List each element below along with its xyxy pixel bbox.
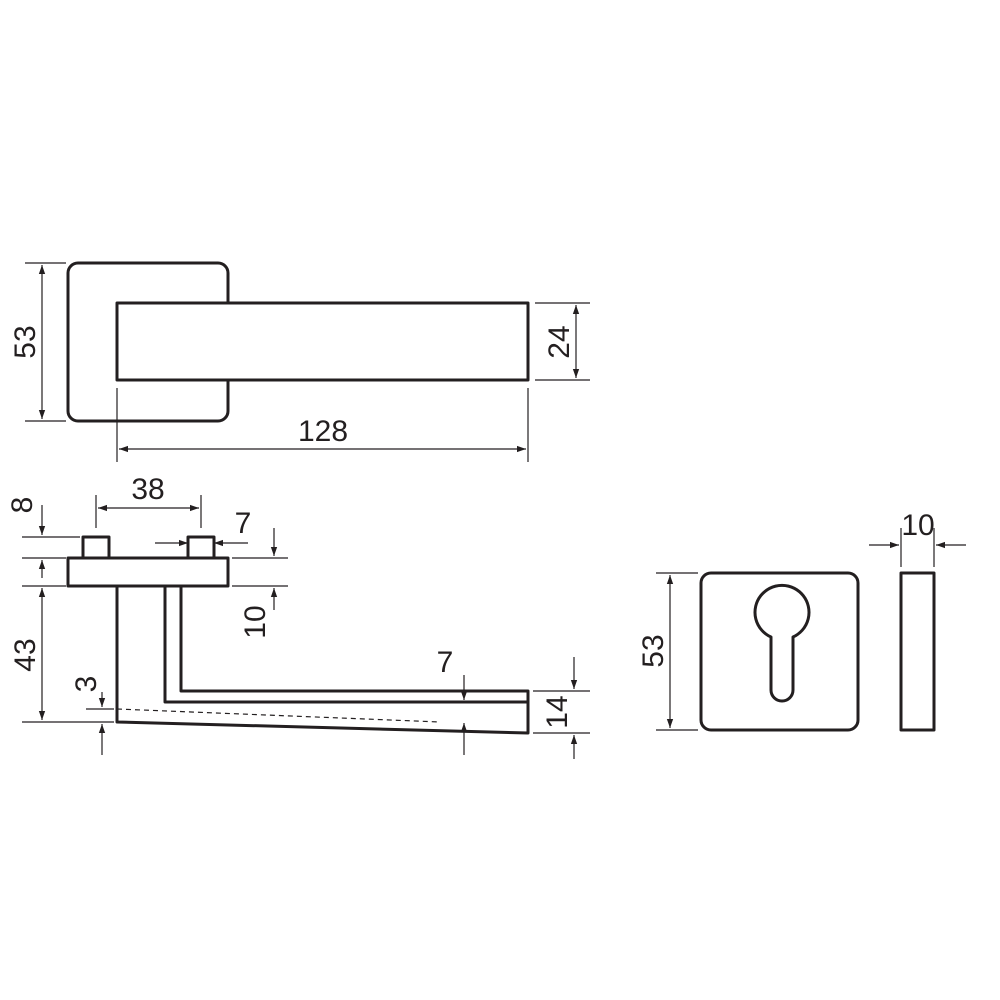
escutcheon-side-profile: [899, 571, 936, 732]
left-pin: [81, 535, 111, 560]
dimension-taper: 3: [70, 676, 114, 755]
dimension-lever-length: 128: [116, 388, 529, 462]
dimension-pin-spacing: 38: [95, 473, 202, 528]
dimension-handle-offset: 43: [9, 585, 114, 723]
dimension-label-rose-height: 53: [9, 325, 42, 358]
right-pin: [186, 535, 216, 560]
dimension-label-pin-spacing: 38: [131, 473, 164, 506]
dimension-lever-height: 24: [535, 302, 590, 381]
dimension-label-lever-height: 24: [543, 325, 576, 358]
dimension-rose-height: 53: [9, 262, 66, 422]
dimension-plate-height: 53: [637, 572, 698, 731]
dimension-plate-thickness: 10: [869, 509, 966, 567]
dimension-label-pin-width: 7: [235, 507, 252, 540]
dimension-label-grip-end: 14: [541, 695, 574, 728]
dimension-label-grip-thickness: 7: [437, 646, 454, 679]
dimension-label-pin-height: 8: [6, 497, 39, 514]
dimension-pin-width: 7: [155, 507, 252, 547]
front-view: 53 24 128: [9, 261, 590, 462]
dimension-label-taper: 3: [70, 676, 103, 693]
base-plate: [66, 556, 230, 588]
dimension-label-plate-thickness: 10: [901, 509, 934, 542]
dimension-label-lever-length: 128: [298, 415, 348, 448]
lever-inner-line: [163, 586, 528, 704]
dimension-grip-thickness: 7: [437, 646, 468, 755]
lever-profile: [115, 586, 530, 735]
dimension-pin-height: 8: [6, 497, 80, 578]
keyhole-cutout: [753, 583, 811, 703]
escutcheon-plate: [699, 571, 860, 732]
dimension-grip-end: 14: [533, 657, 590, 759]
dimension-label-handle-offset: 43: [9, 638, 42, 671]
lever-body: [115, 301, 530, 382]
dimension-label-base-thickness: 10: [239, 605, 272, 638]
dimension-base-thickness: 10: [232, 528, 288, 639]
dimension-label-plate-height: 53: [637, 634, 670, 667]
side-view: 38 7 8 10 43: [6, 473, 590, 759]
hidden-taper-line: [116, 708, 441, 723]
escutcheon-view: 53 10: [637, 509, 966, 732]
